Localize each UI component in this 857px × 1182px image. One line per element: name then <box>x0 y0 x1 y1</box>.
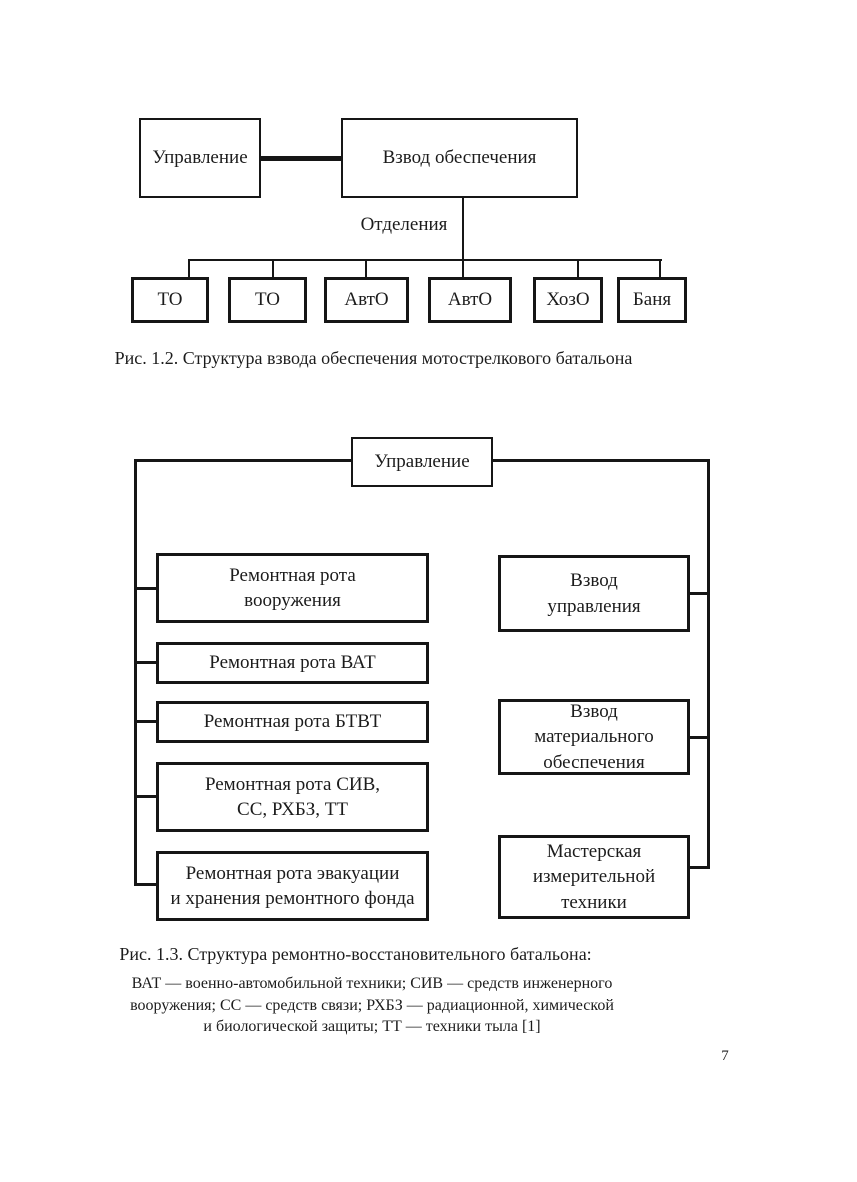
legend-line-1: ВАТ — военно-автомобильной техники; СИВ … <box>131 975 613 992</box>
fig12-connector-vertical-drop <box>462 198 464 277</box>
fig12-connector-stub-6 <box>659 261 661 277</box>
figure-1-3-legend: ВАТ — военно-автомобильной техники; СИВ … <box>0 973 744 1038</box>
fig13-node-remrota-vooruzheniya: Ремонтная рота вооружения <box>156 553 429 623</box>
fig12-node-avto-2: АвтО <box>428 277 512 323</box>
fig12-node-avto-1: АвтО <box>324 277 409 323</box>
fig13-connector-trunk-right <box>707 459 710 869</box>
figure-1-3-diagram: Управление Ремонтная рота вооружения Рем… <box>0 420 857 940</box>
fig13-connector-right-stub-3 <box>690 866 710 869</box>
legend-line-2: вооружения; СС — средств связи; РХБЗ — р… <box>130 996 614 1014</box>
fig13-connector-left-stub-1 <box>134 587 156 590</box>
legend-line-3: и биологической защиты; ТТ — техники тыл… <box>203 1018 541 1035</box>
fig12-branch-label: Отделения <box>360 214 448 235</box>
fig12-node-vzvod-obespecheniya: Взвод обеспечения <box>341 118 578 198</box>
figure-1-2-diagram: Управление Взвод обеспечения Отделения Т… <box>0 0 857 340</box>
fig12-node-banya: Баня <box>617 277 687 323</box>
fig13-node-vzvod-matobespecheniya: Взвод материального обеспечения <box>498 699 690 775</box>
fig13-node-upravlenie: Управление <box>351 437 493 487</box>
fig12-connector-stub-3 <box>365 261 367 277</box>
fig13-connector-arm-right <box>493 459 710 462</box>
fig12-connector-stub-5 <box>577 261 579 277</box>
fig13-connector-right-stub-2 <box>690 736 710 739</box>
fig13-node-remrota-btvt: Ремонтная рота БТВТ <box>156 701 429 743</box>
figure-1-3-caption: Рис. 1.3. Структура ремонтно-восстановит… <box>119 944 592 964</box>
fig13-connector-right-stub-1 <box>690 592 710 595</box>
page-number: 7 <box>721 1048 729 1064</box>
fig13-connector-left-stub-3 <box>134 720 156 723</box>
fig13-node-masterskaya: Мастерская измерительной техники <box>498 835 690 919</box>
fig13-connector-left-stub-5 <box>134 883 156 886</box>
fig13-connector-trunk-left <box>134 459 137 886</box>
fig12-node-to-2: ТО <box>228 277 307 323</box>
fig12-connector-stub-1 <box>188 261 190 277</box>
fig12-node-to-1: ТО <box>131 277 209 323</box>
fig13-connector-left-stub-2 <box>134 661 156 664</box>
figure-1-2-caption: Рис. 1.2. Структура взвода обеспечения м… <box>114 348 633 368</box>
fig12-connector-distribution-line <box>188 259 662 261</box>
fig12-connector-top-link <box>259 156 343 161</box>
fig13-node-remrota-vat: Ремонтная рота ВАТ <box>156 642 429 684</box>
fig12-connector-stub-2 <box>272 261 274 277</box>
fig13-node-vzvod-upravleniya: Взвод управления <box>498 555 690 632</box>
fig13-connector-left-stub-4 <box>134 795 156 798</box>
fig12-node-upravlenie: Управление <box>139 118 261 198</box>
fig12-node-hozo: ХозО <box>533 277 603 323</box>
fig13-node-remrota-evakuacii: Ремонтная рота эвакуации и хранения ремо… <box>156 851 429 921</box>
fig13-node-remrota-siv: Ремонтная рота СИВ, СС, РХБЗ, ТТ <box>156 762 429 832</box>
fig13-connector-arm-left <box>134 459 351 462</box>
